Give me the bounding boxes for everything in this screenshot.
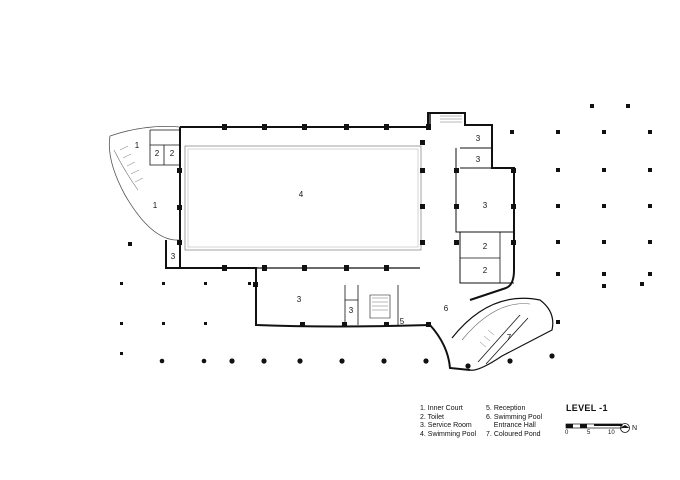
legend-column-2: 5. Reception 6. Swimming Pool Entrance H… <box>486 405 542 439</box>
room-label: 5 <box>400 317 405 326</box>
room-label: 6 <box>444 304 449 313</box>
level-title: LEVEL -1 <box>566 403 608 413</box>
wall-columns <box>177 124 516 327</box>
room-label: 2 <box>170 149 175 158</box>
stairs <box>119 115 495 348</box>
room-label: 7 <box>507 333 512 342</box>
legend-item: 1. Inner Court <box>420 405 463 412</box>
room-label: 3 <box>476 155 481 164</box>
room-labels: 1 1 2 2 2 2 3 3 3 3 3 3 4 5 6 7 <box>135 134 512 342</box>
legend: 1. Inner Court 2. Toilet 3. Service Room… <box>420 405 542 439</box>
room-label: 3 <box>171 252 176 261</box>
legend-item: 5. Reception <box>486 405 526 412</box>
north-arrow-icon <box>620 423 630 433</box>
room-label: 2 <box>483 242 488 251</box>
legend-column-1: 1. Inner Court 2. Toilet 3. Service Room… <box>420 405 476 439</box>
room-label: 2 <box>155 149 160 158</box>
legend-item: 3. Service Room <box>420 422 472 429</box>
room-label: 3 <box>297 295 302 304</box>
scale-label-5: 5 <box>587 430 591 436</box>
room-label: 3 <box>483 201 488 210</box>
legend-item: 7. Coloured Pond <box>486 430 541 438</box>
scale-label-0: 0 <box>565 430 569 436</box>
scale-bar <box>565 423 623 429</box>
north-label: N <box>632 425 638 432</box>
room-label: 4 <box>299 190 304 199</box>
legend-item: 6. Swimming Pool <box>486 413 543 421</box>
room-label: 1 <box>135 141 140 150</box>
building-walls <box>108 112 554 371</box>
structural-column-grid <box>120 104 652 369</box>
legend-item: 2. Toilet <box>420 413 444 421</box>
room-label: 2 <box>483 266 488 275</box>
legend-item: 4. Swimming Pool <box>420 430 477 438</box>
legend-item: Entrance Hall <box>486 422 536 429</box>
scale-label-10: 10 <box>608 430 615 436</box>
room-label: 1 <box>153 201 158 210</box>
room-label: 3 <box>349 306 354 315</box>
room-label: 3 <box>476 134 481 143</box>
